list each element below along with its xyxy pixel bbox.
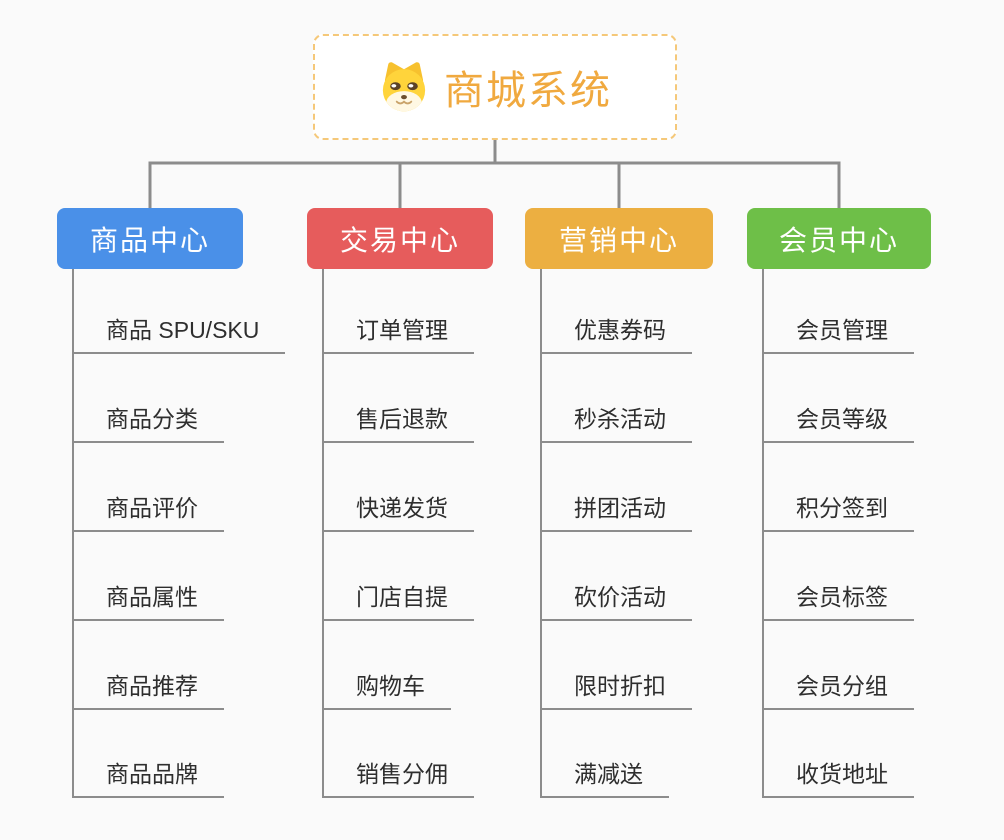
branch-box-marketing-center[interactable]: 营销中心 — [525, 208, 713, 269]
child-node[interactable]: 拼团活动 — [540, 495, 692, 532]
child-node[interactable]: 限时折扣 — [540, 673, 692, 710]
child-node[interactable]: 商品品牌 — [72, 761, 224, 798]
child-node[interactable]: 快递发货 — [322, 495, 474, 532]
root-title: 商城系统 — [444, 69, 612, 113]
child-node[interactable]: 销售分佣 — [322, 761, 474, 798]
child-node[interactable]: 会员分组 — [762, 673, 914, 710]
child-node[interactable]: 会员标签 — [762, 584, 914, 621]
child-node[interactable]: 售后退款 — [322, 406, 474, 443]
child-node[interactable]: 会员管理 — [762, 317, 914, 354]
branch-box-member-center[interactable]: 会员中心 — [747, 208, 931, 269]
child-node[interactable]: 订单管理 — [322, 317, 474, 354]
child-node[interactable]: 商品 SPU/SKU — [72, 317, 286, 354]
child-node[interactable]: 商品推荐 — [72, 673, 224, 710]
child-node[interactable]: 满减送 — [540, 761, 669, 798]
child-node[interactable]: 积分签到 — [762, 495, 914, 532]
branch-box-product-center[interactable]: 商品中心 — [57, 208, 243, 269]
child-node[interactable]: 收货地址 — [762, 761, 914, 798]
root-node[interactable]: 商城系统 — [313, 34, 677, 140]
dog-face-icon — [382, 62, 426, 112]
branch-box-trade-center[interactable]: 交易中心 — [307, 208, 493, 269]
branch-spine-line — [322, 269, 324, 798]
child-node[interactable]: 购物车 — [322, 673, 451, 710]
child-node[interactable]: 砍价活动 — [540, 584, 692, 621]
branch-spine-line — [72, 269, 74, 798]
child-node[interactable]: 门店自提 — [322, 584, 474, 621]
child-node[interactable]: 商品属性 — [72, 584, 224, 621]
branch-spine-line — [540, 269, 542, 798]
branch-spine-line — [762, 269, 764, 798]
child-node[interactable]: 会员等级 — [762, 406, 914, 443]
child-node[interactable]: 商品分类 — [72, 406, 224, 443]
child-node[interactable]: 秒杀活动 — [540, 406, 692, 443]
child-node[interactable]: 优惠券码 — [540, 317, 692, 354]
child-node[interactable]: 商品评价 — [72, 495, 224, 532]
